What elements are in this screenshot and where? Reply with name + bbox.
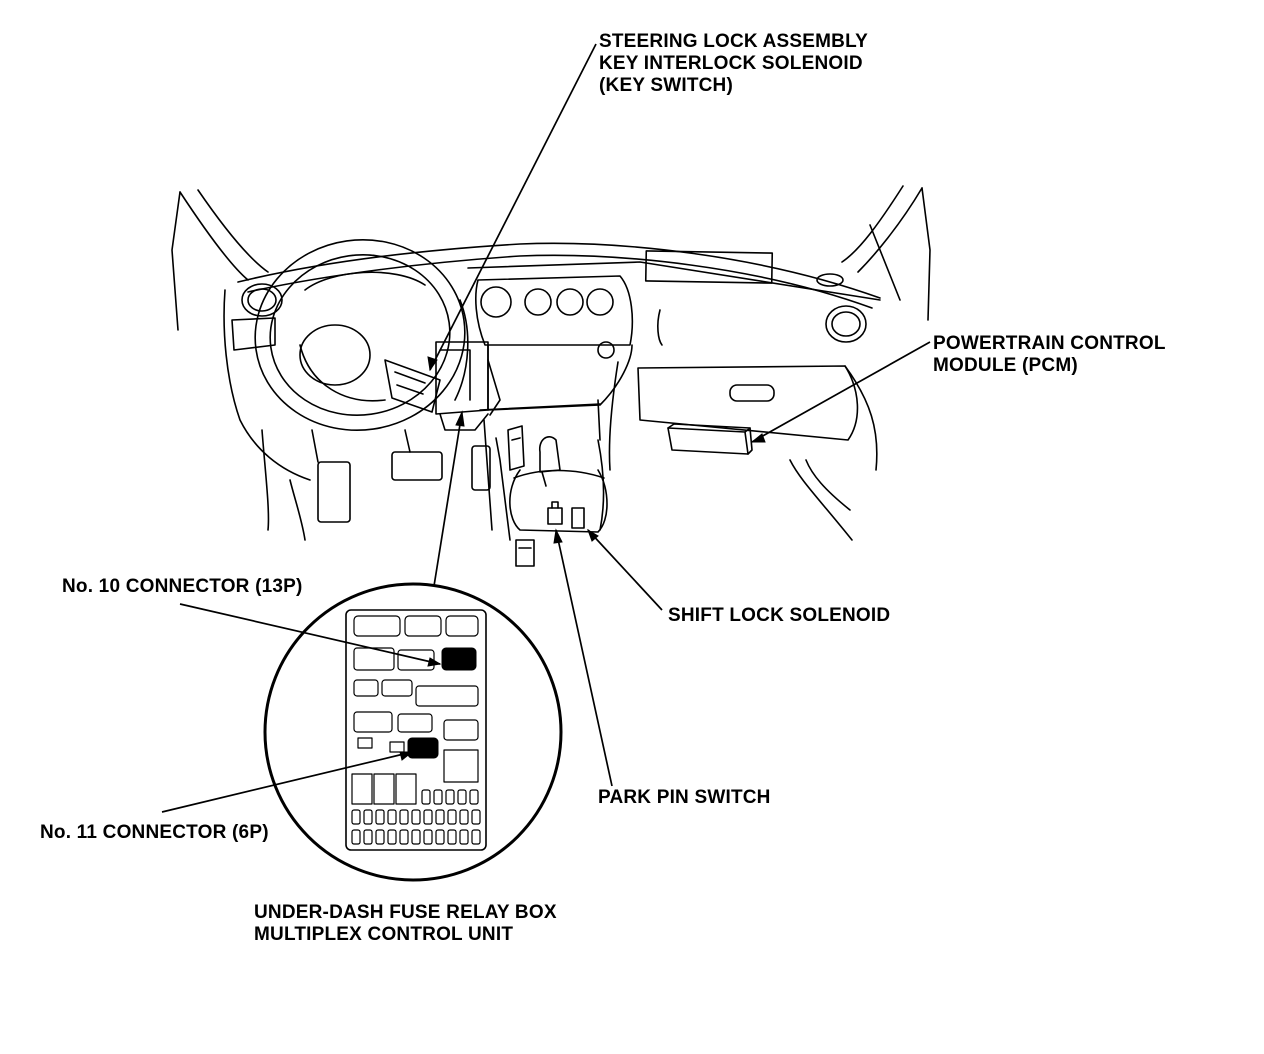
center-vents: [475, 275, 634, 359]
label-pcm-line2: MODULE (PCM): [933, 355, 1078, 376]
shift-lock-solenoid-part: [571, 507, 585, 529]
label-fuse-box: UNDER-DASH FUSE RELAY BOX MULTIPLEX CONT…: [254, 902, 557, 946]
leader-fuse-box: [433, 411, 463, 587]
leader-pcm: [751, 341, 931, 443]
label-steering-lock-line3: (KEY SWITCH): [599, 75, 733, 96]
leader-steering-lock: [429, 43, 597, 371]
label-park-pin: PARK PIN SWITCH: [598, 787, 771, 809]
info-display: [644, 250, 774, 284]
a-pillar-right: [841, 185, 931, 321]
label-connector-10-text: No. 10 CONNECTOR (13P): [62, 576, 303, 597]
label-steering-lock: STEERING LOCK ASSEMBLY KEY INTERLOCK SOL…: [599, 31, 868, 97]
shift-lock-part: [547, 507, 563, 525]
no10-connector-part: [441, 647, 477, 671]
no11-connector-part: [407, 737, 439, 759]
center-console: [483, 419, 608, 567]
label-fuse-box-line2: MULTIPLEX CONTROL UNIT: [254, 924, 514, 945]
brake-pedal: [391, 451, 443, 481]
leader-no11: [161, 751, 413, 813]
fuse-relay-box-icon: [263, 582, 563, 882]
leader-no10: [179, 603, 441, 665]
label-park-pin-text: PARK PIN SWITCH: [598, 787, 771, 808]
right-vent: [825, 305, 867, 343]
label-steering-lock-line2: KEY INTERLOCK SOLENOID: [599, 53, 863, 74]
pcm-module-icon: [667, 423, 753, 455]
label-pcm: POWERTRAIN CONTROL MODULE (PCM): [933, 333, 1166, 377]
accelerator: [471, 445, 491, 491]
label-fuse-box-line1: UNDER-DASH FUSE RELAY BOX: [254, 902, 557, 923]
leader-lines: [161, 43, 931, 813]
dash-top: [237, 242, 881, 309]
label-pcm-line1: POWERTRAIN CONTROL: [933, 333, 1166, 354]
leader-shift-lock: [587, 529, 663, 611]
label-shift-lock: SHIFT LOCK SOLENOID: [668, 605, 890, 627]
a-pillar-left: [171, 189, 269, 331]
label-connector-11-text: No. 11 CONNECTOR (6P): [40, 822, 269, 843]
label-steering-lock-line1: STEERING LOCK ASSEMBLY: [599, 31, 869, 52]
label-connector-10: No. 10 CONNECTOR (13P): [62, 576, 303, 598]
label-shift-lock-text: SHIFT LOCK SOLENOID: [668, 605, 891, 626]
dash-sensor: [816, 273, 844, 287]
detail-circle: [263, 582, 563, 882]
leader-park-pin: [555, 529, 613, 787]
left-pedal: [317, 461, 351, 523]
label-connector-11: No. 11 CONNECTOR (6P): [40, 822, 269, 844]
glove-box-handle: [729, 384, 775, 402]
